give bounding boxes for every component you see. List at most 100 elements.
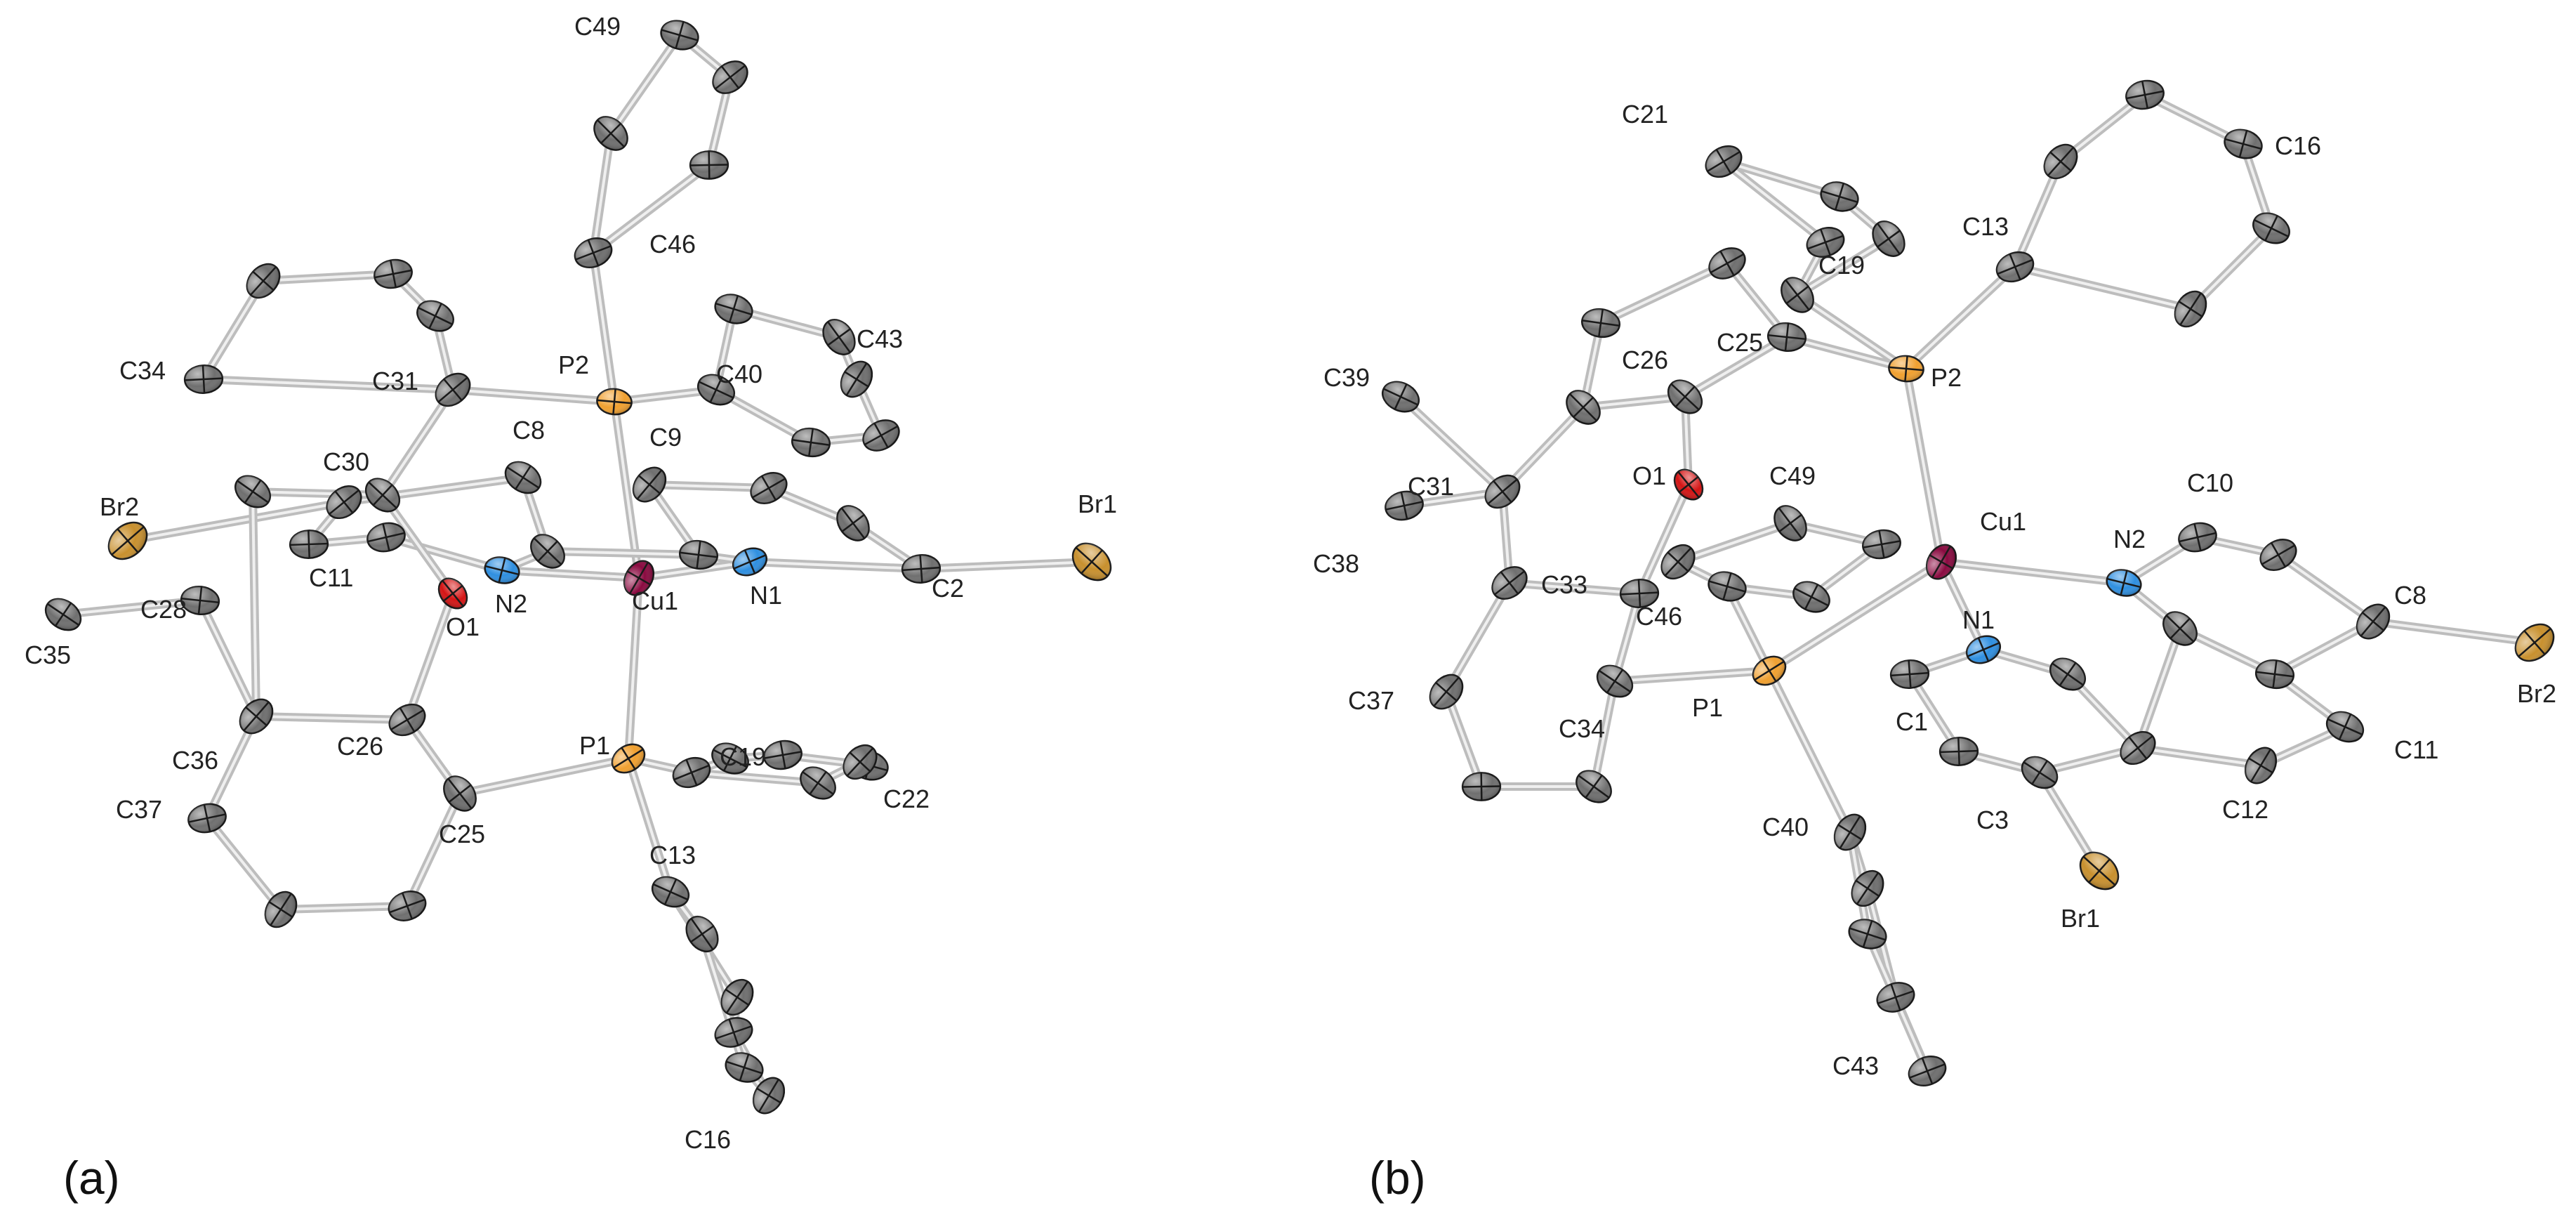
atom-Br1 <box>2079 851 2120 891</box>
atom-b7 <box>2043 143 2078 180</box>
bond-highlight-C37-a11 <box>206 817 282 911</box>
atom-C21 <box>1705 145 1743 178</box>
atom-label-C25: C25 <box>439 820 485 848</box>
atom-label-C13: C13 <box>1962 212 2009 241</box>
atom-a11 <box>264 891 298 928</box>
bond-highlight-b11-C21 <box>1722 160 1827 244</box>
atom-C25 <box>1766 322 1807 353</box>
atom-C40 <box>1833 813 1867 851</box>
atom-C3 <box>2021 756 2059 789</box>
panel-b-molecule: Cu1N1N2O1P1P2Br1Br2C1C3C8C10C11C12C13C16… <box>1313 79 2556 1204</box>
atom-label-C34: C34 <box>1559 714 1605 743</box>
atom-P1 <box>611 743 646 774</box>
atom-b13 <box>1872 221 1905 257</box>
atom-label-N1: N1 <box>1962 605 1995 634</box>
bond-highlight-C31-C34 <box>202 378 454 391</box>
atom-a2 <box>750 472 788 504</box>
bond-highlight-b1-C8 <box>2277 553 2374 623</box>
bond-highlight-a11-a12 <box>279 905 409 911</box>
bond-highlight-C33-b17 <box>1508 582 1641 595</box>
atom-label-C46: C46 <box>1636 602 1682 631</box>
bond-highlight-a8-a9 <box>262 272 395 282</box>
bond-highlight-a12-C25 <box>406 792 461 907</box>
atom-C30 <box>364 478 401 513</box>
atom-label-C19: C19 <box>720 742 766 771</box>
atom-label-Br1: Br1 <box>1078 490 1117 518</box>
atom-C19 <box>672 756 711 789</box>
atom-label-C49: C49 <box>1769 461 1816 490</box>
atom-C16 <box>2224 129 2263 159</box>
bond-highlight-P2-C19 <box>1796 294 1908 370</box>
bond-highlight-C21-b12 <box>1722 160 1841 198</box>
atom-P2 <box>596 388 633 416</box>
atom-C10 <box>2178 522 2217 553</box>
atom-C13 <box>1995 251 2035 283</box>
atom-a24 <box>720 978 754 1016</box>
atom-N2 <box>2106 569 2142 597</box>
atom-C13 <box>651 876 690 908</box>
panel-b-atom-labels: Cu1N1N2O1P1P2Br1Br2C1C3C8C10C11C12C13C16… <box>1313 100 2556 1080</box>
atom-label-C8: C8 <box>513 416 545 445</box>
bond-highlight-Cu1-P2 <box>1905 367 1943 563</box>
atom-N2 <box>484 556 520 584</box>
bond-highlight-a19-C46 <box>592 164 711 254</box>
atom-C11 <box>2325 711 2365 743</box>
atom-label-C16: C16 <box>685 1125 731 1154</box>
bond-highlight-C2-Br1 <box>920 560 1093 570</box>
atom-b5 <box>1938 737 1979 766</box>
bond-highlight-Cu1-N2 <box>501 569 640 579</box>
atom-Br2 <box>2514 623 2555 662</box>
bond-highlight-P2-C25 <box>1785 336 1908 370</box>
atom-b23 <box>1851 869 1884 907</box>
bond-highlight-P1-C25 <box>458 757 630 795</box>
atom-Cu1 <box>623 560 655 596</box>
atom-label-C21: C21 <box>1622 100 1668 129</box>
bond-highlight-b16-C26 <box>1582 395 1686 409</box>
atom-label-C33: C33 <box>1541 570 1587 599</box>
atom-label-O1: O1 <box>1632 461 1666 490</box>
atom-N1 <box>1965 635 2002 664</box>
atom-a27 <box>685 916 719 952</box>
atom-a7 <box>235 475 271 508</box>
atom-label-C9: C9 <box>649 423 682 452</box>
atom-C31 <box>1484 474 1521 509</box>
atom-b11 <box>1806 227 1845 258</box>
atom-label-C26: C26 <box>337 732 383 761</box>
atom-Cu1 <box>1925 544 1957 580</box>
atom-b4 <box>2120 730 2156 766</box>
bond-highlight-Cu1-N2 <box>1940 560 2125 584</box>
bond-highlight-a5-Br2 <box>126 501 345 542</box>
atom-C8 <box>504 461 542 494</box>
atom-a10 <box>416 300 454 332</box>
atom-b15 <box>1580 308 1621 339</box>
bond-highlight-C31-C39 <box>1399 395 1504 493</box>
atom-label-O1: O1 <box>446 612 480 641</box>
atom-C9 <box>632 466 667 503</box>
atom-C43 <box>840 360 873 398</box>
atom-a3 <box>678 539 719 570</box>
bond-highlight-N1-C2 <box>748 560 923 570</box>
atom-a25 <box>714 1017 753 1048</box>
atom-label-C35: C35 <box>25 640 71 669</box>
atom-C49 <box>1774 505 1807 541</box>
bond-highlight-C26-C25 <box>1684 336 1788 398</box>
atom-label-N2: N2 <box>495 589 527 618</box>
atom-C43 <box>1908 1056 1947 1086</box>
bond-highlight-C37-b18 <box>1445 690 1483 788</box>
atom-label-C10: C10 <box>2187 468 2233 497</box>
atom-P2 <box>1888 355 1924 383</box>
bond-highlight-b4-b3 <box>2136 627 2181 749</box>
atom-label-C16: C16 <box>2275 131 2321 160</box>
atom-b25 <box>1848 919 1887 950</box>
atom-C16 <box>752 1077 786 1115</box>
bond-highlight-P1-C40 <box>1768 669 1851 834</box>
atom-label-P2: P2 <box>1931 363 1962 392</box>
atom-P1 <box>1752 655 1787 686</box>
bond-highlight-b19-C34 <box>1592 680 1616 788</box>
atom-C1 <box>1889 659 1930 689</box>
atom-C46 <box>1708 571 1747 602</box>
bond-highlight-b14-b15 <box>1599 262 1729 324</box>
atom-label-Br2: Br2 <box>100 492 139 521</box>
